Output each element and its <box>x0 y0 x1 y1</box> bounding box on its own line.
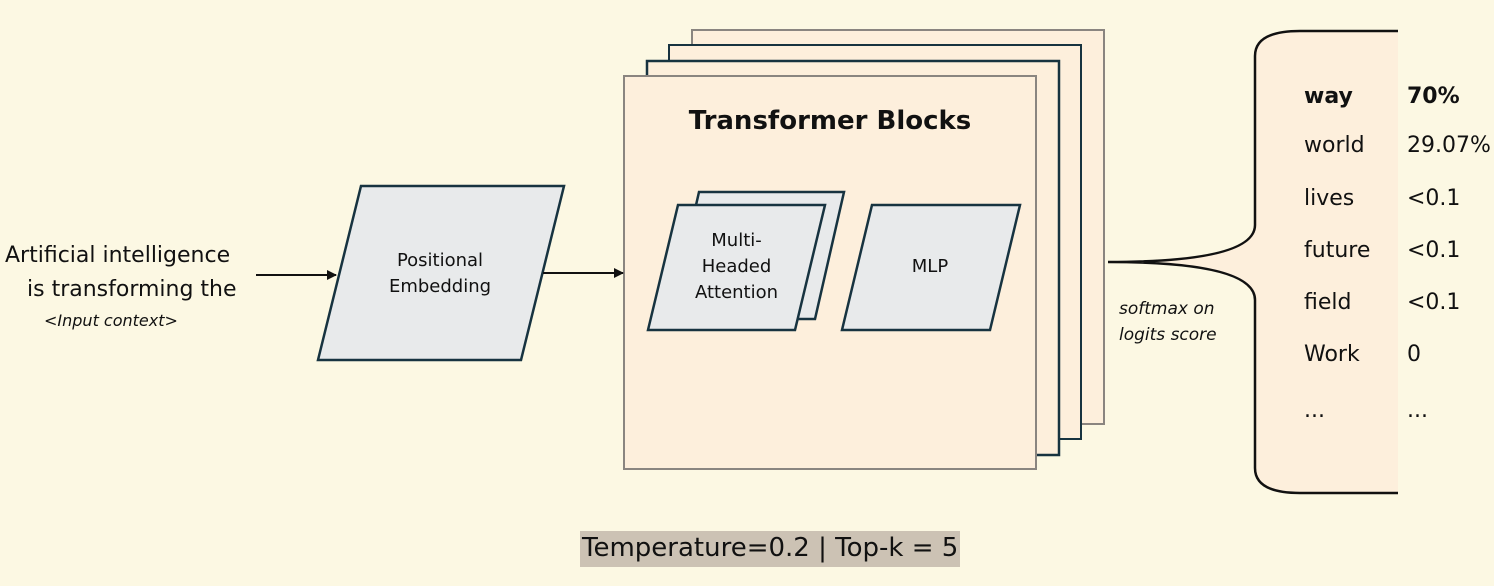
softmax-caption: softmax on logits score <box>1119 296 1217 348</box>
input-context-caption: <Input context> <box>44 311 178 330</box>
mlp-label: MLP <box>911 256 949 277</box>
input-text-line1: Artificial intelligence <box>5 243 231 268</box>
prediction-token: lives <box>1304 186 1355 211</box>
prediction-prob: 29.07% <box>1407 133 1491 158</box>
prediction-prob: <0.1 <box>1407 238 1461 263</box>
prediction-token: future <box>1304 238 1371 263</box>
prediction-prob: <0.1 <box>1407 290 1461 315</box>
softmax-caption-line1: softmax on <box>1119 299 1215 319</box>
prediction-prob: 70% <box>1407 84 1460 109</box>
prediction-prob: ... <box>1407 398 1428 423</box>
prediction-token: field <box>1304 290 1352 315</box>
mlp-shape <box>840 203 1022 332</box>
prediction-prob: 0 <box>1407 342 1421 367</box>
input-text-line2: is transforming the <box>27 277 237 302</box>
positional-embedding-shape <box>316 184 566 362</box>
transformer-blocks-title: Transformer Blocks <box>688 106 972 136</box>
prediction-token: world <box>1304 133 1365 158</box>
softmax-caption-line2: logits score <box>1119 325 1217 345</box>
prediction-prob: <0.1 <box>1407 186 1461 211</box>
attention-label-line3: Attention <box>694 282 779 303</box>
output-brace-shape <box>1108 31 1398 493</box>
output-brace-outline <box>1107 29 1398 495</box>
attention-label-line2: Headed <box>701 256 772 277</box>
attention-shape-front <box>646 203 827 332</box>
prediction-token: way <box>1304 84 1353 109</box>
attention-label: Multi- Headed Attention <box>674 228 799 306</box>
embedding-label-line2: Embedding <box>388 276 492 297</box>
sampling-params-label: Temperature=0.2 | Top-k = 5 <box>580 531 961 567</box>
embedding-label-line1: Positional <box>396 250 484 271</box>
prediction-token: ... <box>1304 398 1325 423</box>
attention-label-line1: Multi- <box>711 230 762 251</box>
positional-embedding-label: Positional Embedding <box>370 248 510 300</box>
prediction-token: Work <box>1304 342 1360 367</box>
